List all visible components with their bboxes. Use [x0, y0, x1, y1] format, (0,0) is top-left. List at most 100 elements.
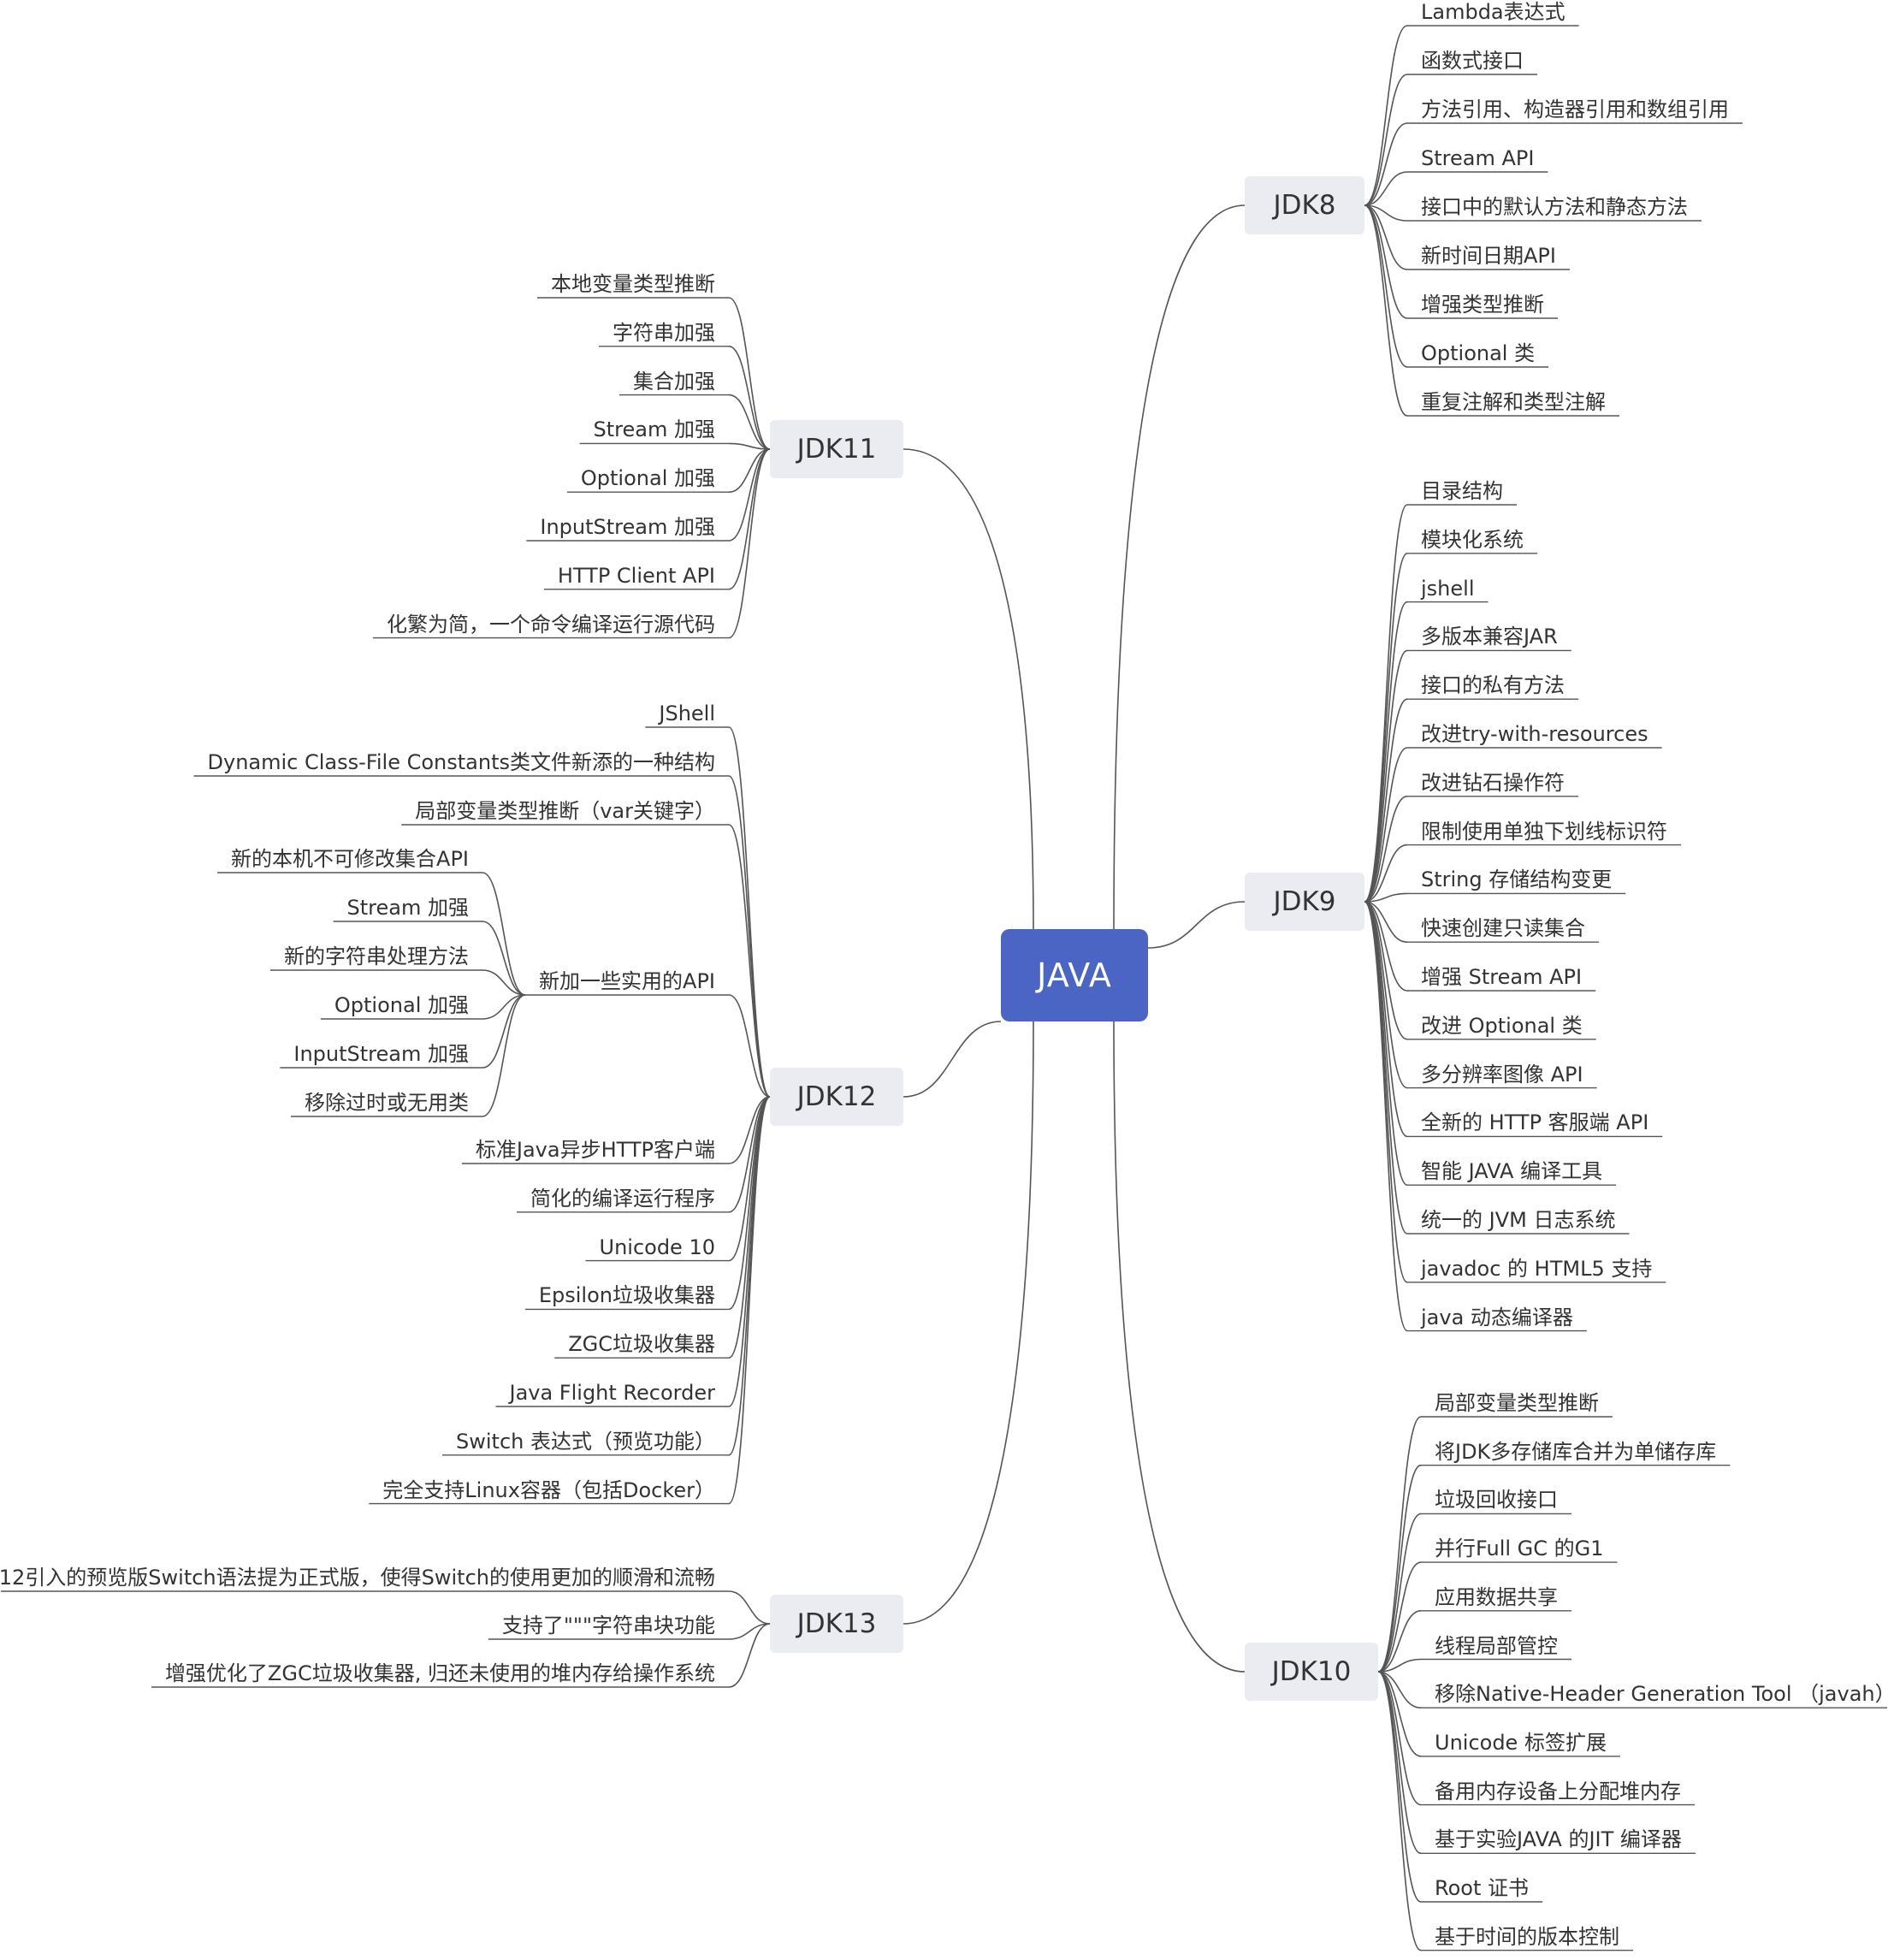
jdk9-item[interactable]: 多分辨率图像 API [1421, 1062, 1583, 1087]
jdk10-item[interactable]: Root 证书 [1435, 1876, 1530, 1900]
jdk9-item[interactable]: java 动态编译器 [1421, 1305, 1573, 1329]
jdk9-item[interactable]: 改进钻石操作符 [1421, 770, 1565, 795]
connector-line [482, 969, 526, 996]
connector-line [728, 994, 771, 1098]
jdk11-item[interactable]: Stream 加强 [593, 417, 715, 442]
jdk13-item[interactable]: 支持了"""字符串块功能 [501, 1614, 715, 1637]
jdk12-api-item[interactable]: Optional 加强 [334, 993, 469, 1017]
jdk10-item[interactable]: Unicode 标签扩展 [1435, 1730, 1607, 1755]
jdk10-item[interactable]: 垃圾回收接口 [1435, 1488, 1558, 1513]
jdk11-item[interactable]: InputStream 加强 [540, 515, 715, 539]
jdk10-item[interactable]: 基于时间的版本控制 [1435, 1924, 1619, 1949]
jdk10-item[interactable]: 应用数据共享 [1435, 1584, 1558, 1609]
connector-line [482, 994, 526, 1020]
jdk9-item[interactable]: 接口的私有方法 [1421, 673, 1565, 698]
jdk11-item[interactable]: HTTP Client API [557, 563, 715, 588]
jdk11-item[interactable]: Optional 加强 [580, 466, 715, 491]
jdk9-item[interactable]: 统一的 JVM 日志系统 [1421, 1208, 1616, 1232]
connector-line [1364, 171, 1408, 206]
jdk10-item[interactable]: 基于实验JAVA 的JIT 编译器 [1435, 1827, 1682, 1852]
connector-line [1364, 901, 1408, 1089]
jdk12-item[interactable]: 完全支持Linux容器（包括Docker） [382, 1477, 715, 1502]
jdk9-item[interactable]: javadoc 的 HTML5 支持 [1421, 1256, 1653, 1281]
connector-line [728, 1623, 771, 1640]
connector-line [728, 1096, 771, 1262]
jdk12-api-group[interactable]: 新加一些实用的API [539, 969, 715, 993]
jdk11-item[interactable]: 本地变量类型推断 [551, 272, 715, 296]
jdk12-api-item[interactable]: InputStream 加强 [293, 1042, 469, 1066]
jdk12-item[interactable]: Unicode 10 [599, 1235, 716, 1259]
jdk9-item[interactable]: jshell [1421, 576, 1475, 601]
jdk12-api-item[interactable]: 新的本机不可修改集合API [231, 847, 469, 871]
jdk9-item[interactable]: 全新的 HTTP 客服端 API [1421, 1110, 1649, 1135]
connector-line [1364, 901, 1408, 943]
jdk8-item[interactable]: 新时间日期API [1421, 244, 1556, 268]
connector-line [1364, 204, 1408, 417]
jdk9-item[interactable]: 模块化系统 [1421, 527, 1524, 552]
jdk13-item[interactable]: 增强优化了ZGC垃圾收集器, 归还未使用的堆内存给操作系统 [164, 1661, 715, 1685]
connector-line [728, 448, 771, 493]
connector-line [482, 872, 526, 996]
jdk9-item[interactable]: 增强 Stream API [1421, 965, 1583, 989]
jdk11-item[interactable]: 化繁为简，一个命令编译运行源代码 [387, 612, 715, 637]
jdk12-item[interactable]: ZGC垃圾收集器 [568, 1332, 715, 1357]
branch-jdk12[interactable]: JDK12 [770, 1068, 903, 1126]
jdk8-item[interactable]: 接口中的默认方法和静态方法 [1421, 195, 1688, 219]
connector-line [728, 448, 771, 639]
jdk9-item[interactable]: 目录结构 [1421, 479, 1503, 503]
jdk8-item[interactable]: 重复注解和类型注解 [1421, 390, 1606, 414]
connector-line [1377, 1671, 1422, 1806]
jdk10-item[interactable]: 移除Native-Header Generation Tool （javah） [1435, 1682, 1888, 1707]
jdk12-item[interactable]: Epsilon垃圾收集器 [538, 1283, 715, 1308]
jdk8-item[interactable]: 函数式接口 [1421, 49, 1524, 73]
connector-line [728, 448, 771, 542]
root-node-java[interactable]: JAVA [1001, 929, 1148, 1021]
jdk10-item[interactable]: 局部变量类型推断 [1435, 1391, 1599, 1415]
jdk9-item[interactable]: 智能 JAVA 编译工具 [1421, 1159, 1603, 1184]
connector-line [728, 297, 771, 450]
jdk11-item[interactable]: 集合加强 [633, 369, 715, 394]
connector-line [903, 448, 1034, 930]
jdk10-item[interactable]: 并行Full GC 的G1 [1435, 1537, 1604, 1561]
jdk9-item[interactable]: 多版本兼容JAR [1421, 625, 1558, 649]
branch-jdk9[interactable]: JDK9 [1245, 873, 1364, 931]
connector-line [728, 1096, 771, 1456]
jdk8-item[interactable]: Optional 类 [1421, 341, 1536, 365]
jdk9-item[interactable]: 限制使用单独下划线标识符 [1421, 819, 1667, 844]
jdk12-api-item[interactable]: 新的字符串处理方法 [284, 944, 469, 968]
jdk8-item[interactable]: Stream API [1421, 146, 1535, 170]
connector-line [1364, 747, 1408, 903]
branch-jdk10[interactable]: JDK10 [1245, 1643, 1378, 1701]
branch-jdk13[interactable]: JDK13 [770, 1595, 903, 1653]
jdk13-item[interactable]: 将Java12引入的预览版Switch语法提为正式版，使得Switch的使用更加… [0, 1566, 715, 1590]
jdk10-item[interactable]: 备用内存设备上分配堆内存 [1435, 1779, 1681, 1803]
connector-line [1364, 796, 1408, 903]
jdk9-item[interactable]: 快速创建只读集合 [1421, 916, 1585, 941]
connector-line [1364, 901, 1408, 992]
jdk11-item[interactable]: 字符串加强 [613, 320, 715, 345]
connector-line [728, 1623, 771, 1688]
jdk9-item[interactable]: 改进try-with-resources [1421, 722, 1648, 746]
jdk10-item[interactable]: 将JDK多存储库合并为单储存库 [1435, 1439, 1717, 1464]
branch-jdk8[interactable]: JDK8 [1245, 176, 1364, 234]
connector-line [1113, 1021, 1246, 1673]
jdk9-item[interactable]: 改进 Optional 类 [1421, 1013, 1583, 1038]
jdk12-item[interactable]: Dynamic Class-File Constants类文件新添的一种结构 [207, 750, 715, 774]
jdk12-item[interactable]: 标准Java异步HTTP客户端 [475, 1138, 715, 1162]
jdk12-api-item[interactable]: 移除过时或无用类 [305, 1091, 469, 1115]
jdk12-item[interactable]: JShell [659, 702, 715, 725]
jdk12-item[interactable]: Switch 表达式（预览功能） [456, 1429, 715, 1454]
jdk10-item[interactable]: 线程局部管控 [1435, 1633, 1558, 1658]
jdk12-item[interactable]: 简化的编译运行程序 [530, 1186, 715, 1211]
connector-line [728, 824, 771, 1098]
jdk8-item[interactable]: 方法引用、构造器引用和数组引用 [1421, 98, 1729, 121]
connector-line [1364, 74, 1408, 206]
jdk12-api-item[interactable]: Stream 加强 [346, 896, 469, 920]
jdk9-item[interactable]: String 存储结构变更 [1421, 867, 1613, 892]
branch-jdk11[interactable]: JDK11 [770, 420, 903, 478]
jdk8-item[interactable]: 增强类型推断 [1421, 293, 1544, 317]
jdk8-item[interactable]: Lambda表达式 [1421, 0, 1565, 24]
jdk12-item[interactable]: 局部变量类型推断（var关键字） [415, 799, 715, 823]
jdk12-item[interactable]: Java Flight Recorder [509, 1381, 715, 1405]
